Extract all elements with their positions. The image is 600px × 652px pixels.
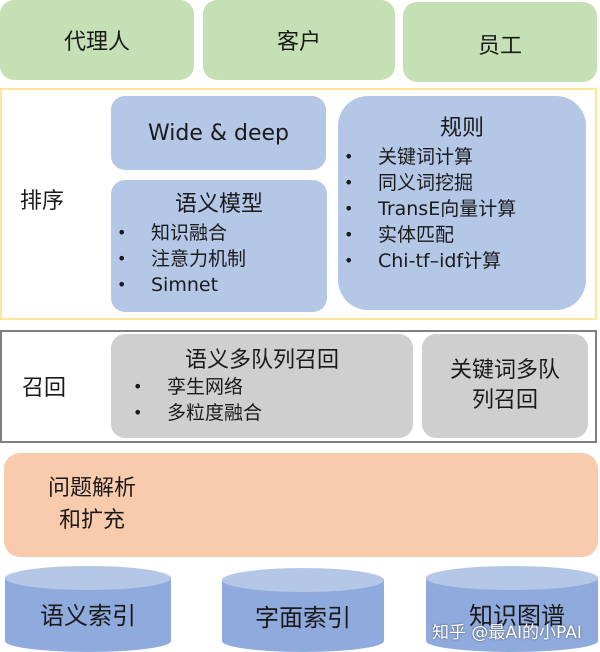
list-item: 孪生网络 [127, 374, 413, 400]
ranking-section-label: 排序 [20, 189, 65, 214]
database-icon [426, 566, 598, 590]
list-item: Chi-tf–idf计算 [338, 248, 586, 274]
user-type-employee: 员工 [403, 2, 597, 82]
keyword-multi-queue-recall-box: 关键词多队 列召回 [422, 334, 588, 438]
rules-list: 关键词计算 同义词挖掘 TransE向量计算 实体匹配 Chi-tf–idf计算 [338, 144, 586, 274]
wide-deep-title: Wide & deep [147, 120, 290, 146]
user-type-label: 客户 [276, 30, 321, 55]
query-parsing-expansion-text: 问题解析 和扩充 [48, 473, 136, 537]
query-parsing-line1: 问题解析 [48, 476, 137, 501]
query-parsing-expansion-box: 问题解析 和扩充 [4, 453, 598, 557]
semantic-index-database: 语义索引 [5, 566, 171, 652]
literal-index-database: 字面索引 [222, 568, 384, 652]
user-type-label: 员工 [477, 34, 522, 59]
semantic-model-list: 知识融合 注意力机制 Simnet [111, 220, 327, 298]
semantic-multi-queue-recall-box: 语义多队列召回 孪生网络 多粒度融合 [111, 334, 413, 438]
wide-deep-box: Wide & deep [111, 96, 326, 170]
watermark: 知乎 @最AI的小PAI [432, 623, 582, 643]
database-label: 知识图谱 [469, 602, 565, 630]
semantic-model-title: 语义模型 [174, 192, 263, 217]
list-item: 同义词挖掘 [338, 170, 586, 196]
user-type-customer: 客户 [203, 0, 395, 80]
ranking-section [0, 88, 597, 320]
keyword-multi-queue-recall-title-line2: 列召回 [471, 388, 538, 413]
user-type-label: 代理人 [63, 30, 130, 55]
semantic-multi-queue-recall-title: 语义多队列召回 [184, 348, 339, 373]
semantic-model-box: 语义模型 知识融合 注意力机制 Simnet [111, 180, 327, 312]
list-item: 多粒度融合 [127, 400, 413, 426]
list-item: 关键词计算 [338, 144, 586, 170]
user-type-agent: 代理人 [0, 0, 194, 80]
database-label: 字面索引 [255, 604, 351, 632]
semantic-multi-queue-recall-list: 孪生网络 多粒度融合 [127, 374, 413, 426]
list-item: 注意力机制 [111, 246, 327, 272]
rules-title: 规则 [439, 116, 484, 141]
database-icon [222, 568, 384, 592]
list-item: 知识融合 [111, 220, 327, 246]
rules-box: 规则 关键词计算 同义词挖掘 TransE向量计算 实体匹配 Chi-tf–id… [338, 96, 586, 310]
keyword-multi-queue-recall-title-line1: 关键词多队 [449, 358, 560, 383]
list-item: Simnet [111, 272, 327, 298]
recall-section-label: 召回 [22, 376, 67, 401]
database-icon [5, 566, 171, 590]
recall-section [0, 330, 597, 443]
list-item: 实体匹配 [338, 222, 586, 248]
database-label: 语义索引 [40, 602, 136, 630]
knowledge-graph-database: 知识图谱 [426, 566, 598, 652]
query-parsing-line2: 和扩充 [59, 508, 126, 533]
list-item: TransE向量计算 [338, 196, 586, 222]
